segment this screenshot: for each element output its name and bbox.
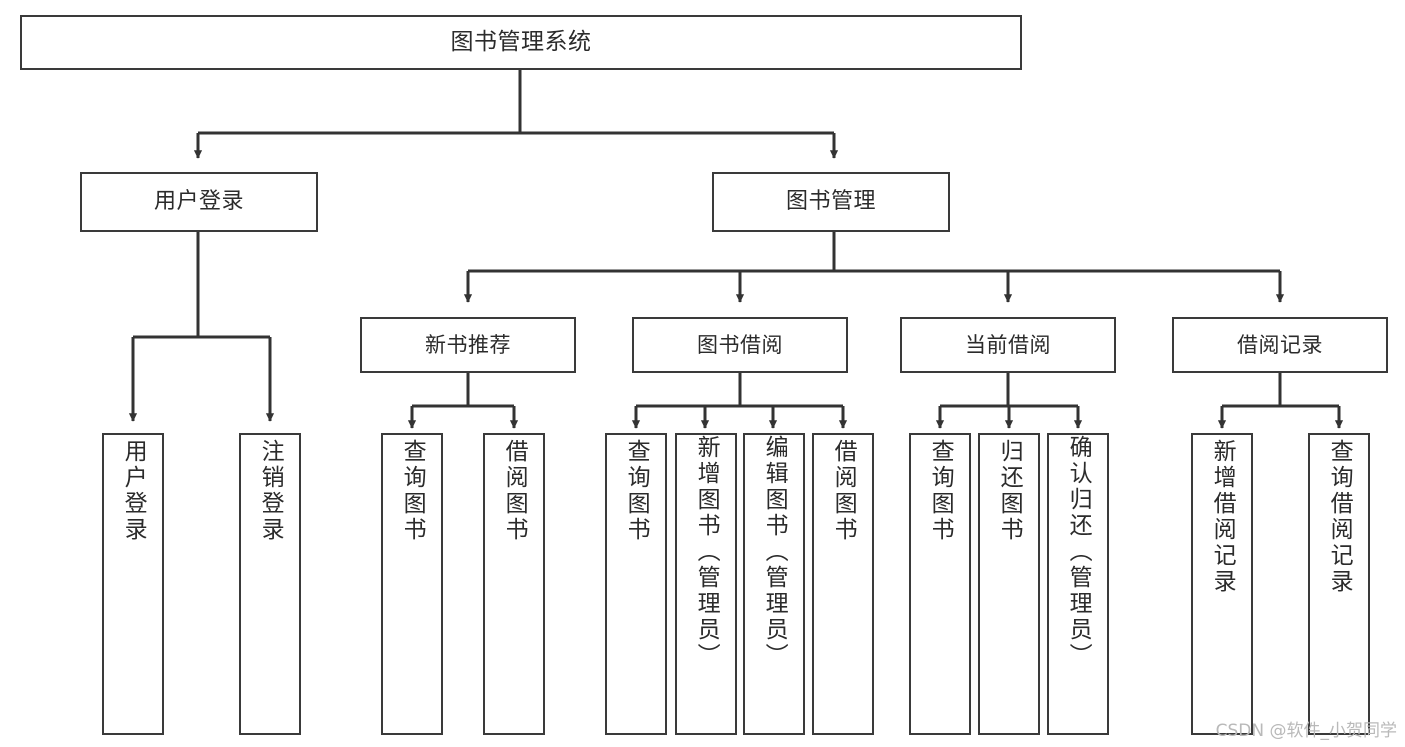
leaf-return-book[interactable]: 归还图书 (978, 433, 1040, 735)
leaf-query-borrow-record[interactable]: 查询借阅记录 (1308, 433, 1370, 735)
leaf-query-book-b[interactable]: 查询图书 (605, 433, 667, 735)
leaf-query-book-a-label: 查询图书 (399, 439, 426, 543)
node-book-borrow-label: 图书借阅 (697, 332, 783, 357)
leaf-query-book-b-label: 查询图书 (623, 439, 650, 543)
leaf-borrow-book-a-label: 借阅图书 (501, 439, 528, 543)
leaf-user-logout[interactable]: 注销登录 (239, 433, 301, 735)
node-user-login[interactable]: 用户登录 (80, 172, 318, 232)
node-user-login-label: 用户登录 (153, 189, 244, 215)
leaf-confirm-return-label: 确认归还（管理员） (1065, 435, 1092, 669)
node-current-borrow[interactable]: 当前借阅 (900, 317, 1116, 373)
leaf-query-book-a[interactable]: 查询图书 (381, 433, 443, 735)
leaf-query-book-c[interactable]: 查询图书 (909, 433, 971, 735)
leaf-edit-book[interactable]: 编辑图书（管理员） (743, 433, 805, 735)
leaf-confirm-return[interactable]: 确认归还（管理员） (1047, 433, 1109, 735)
leaf-return-book-label: 归还图书 (996, 439, 1023, 543)
leaf-query-book-c-label: 查询图书 (927, 439, 954, 543)
leaf-add-book[interactable]: 新增图书（管理员） (675, 433, 737, 735)
node-current-borrow-label: 当前借阅 (965, 332, 1051, 357)
leaf-borrow-book-b[interactable]: 借阅图书 (812, 433, 874, 735)
leaf-user-login[interactable]: 用户登录 (102, 433, 164, 735)
leaf-edit-book-label: 编辑图书（管理员） (761, 435, 788, 669)
leaf-add-book-label: 新增图书（管理员） (693, 435, 720, 669)
leaf-borrow-book-b-label: 借阅图书 (830, 439, 857, 543)
leaf-add-borrow-record[interactable]: 新增借阅记录 (1191, 433, 1253, 735)
node-book-borrow[interactable]: 图书借阅 (632, 317, 848, 373)
node-book-manage-label: 图书管理 (785, 189, 876, 215)
node-borrow-record-label: 借阅记录 (1237, 332, 1323, 357)
csdn-watermark: CSDN @软件_小贺同学 (1215, 721, 1397, 741)
node-borrow-record[interactable]: 借阅记录 (1172, 317, 1388, 373)
node-root-label: 图书管理系统 (450, 28, 592, 55)
node-new-book-recommend-label: 新书推荐 (425, 332, 511, 357)
leaf-borrow-book-a[interactable]: 借阅图书 (483, 433, 545, 735)
node-book-manage[interactable]: 图书管理 (712, 172, 950, 232)
leaf-add-borrow-record-label: 新增借阅记录 (1209, 439, 1236, 595)
node-root[interactable]: 图书管理系统 (20, 15, 1022, 70)
leaf-query-borrow-record-label: 查询借阅记录 (1326, 439, 1353, 595)
leaf-user-logout-label: 注销登录 (257, 439, 284, 543)
leaf-user-login-label: 用户登录 (120, 439, 147, 543)
node-new-book-recommend[interactable]: 新书推荐 (360, 317, 576, 373)
